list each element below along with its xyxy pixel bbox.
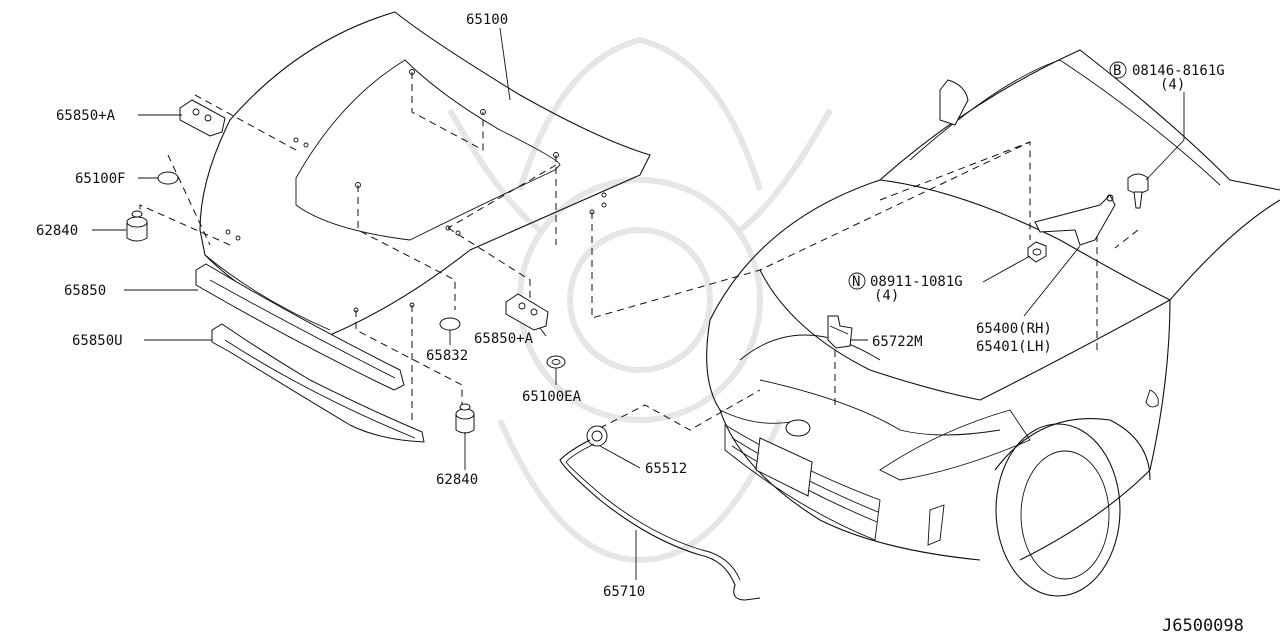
hinge-bracket-lower-part[interactable] (505, 293, 549, 331)
car-headlight (879, 409, 1031, 481)
callout-hood-seal[interactable]: 65850 (64, 283, 106, 299)
callout-release-cable[interactable]: 65710 (603, 584, 645, 600)
nut-marker-circle (848, 272, 866, 290)
hood-seal-under-part[interactable] (211, 323, 425, 443)
callout-plug[interactable]: 65832 (426, 348, 468, 364)
grommet-part[interactable] (157, 171, 179, 185)
callout-bolt[interactable]: 08146-8161G (1132, 63, 1225, 79)
hood-seal-part[interactable] (195, 263, 405, 391)
callout-hinge-bracket-lower[interactable]: 65850+A (474, 331, 534, 347)
lock-part[interactable] (827, 315, 853, 349)
lock-cable-clip-part[interactable] (586, 425, 608, 447)
callout-hinge-lh[interactable]: 65401(LH) (976, 339, 1052, 355)
callout-bolt-qty: (4) (1160, 77, 1185, 93)
labels: 65100 65850+A 65100F 62840 65850 65850U … (36, 12, 1244, 636)
car-mirror (939, 79, 969, 126)
bolt-marker-circle (1109, 61, 1127, 79)
hinge-bracket-upper-part[interactable] (179, 99, 226, 137)
bolt-part[interactable] (1127, 173, 1149, 209)
alignment-lines (139, 72, 1139, 431)
hood-clip-holes (225, 69, 607, 313)
hood-hinge-part[interactable] (1034, 194, 1116, 246)
callout-lock[interactable]: 65722M (872, 334, 923, 350)
callout-hinge-bracket-upper[interactable]: 65850+A (56, 108, 116, 124)
bumper-lower-part[interactable] (455, 403, 475, 434)
plug-part[interactable] (439, 317, 461, 331)
callout-bumper-lower[interactable]: 62840 (436, 472, 478, 488)
hood-panel[interactable] (199, 11, 651, 336)
nut-marker-letter: N (852, 274, 860, 290)
bolt-marker-letter: B (1113, 63, 1121, 79)
car-side-marker (927, 389, 1159, 546)
bumper-upper-part[interactable] (126, 210, 148, 242)
diagram-id: J6500098 (1162, 616, 1244, 636)
callout-hood[interactable]: 65100 (466, 12, 508, 28)
callout-hinge-rh[interactable]: 65400(RH) (976, 321, 1052, 337)
car-license-plate (755, 437, 813, 497)
callout-washer[interactable]: 65100EA (522, 389, 582, 405)
leader-lines (92, 27, 1185, 580)
callout-lock-cable-clip[interactable]: 65512 (645, 461, 687, 477)
washer-part[interactable] (546, 355, 566, 369)
callout-hood-seal-under[interactable]: 65850U (72, 333, 123, 349)
nut-part[interactable] (1027, 241, 1047, 263)
car-emblem (785, 419, 811, 437)
callout-nut[interactable]: 08911-1081G (870, 274, 963, 290)
callout-bumper-upper[interactable]: 62840 (36, 223, 78, 239)
watermark-emblem (447, 36, 833, 564)
car-body (706, 49, 1280, 561)
callout-grommet[interactable]: 65100F (75, 171, 126, 187)
car-wheel (994, 418, 1151, 597)
release-cable-part[interactable] (559, 439, 761, 601)
callout-nut-qty: (4) (874, 288, 899, 304)
